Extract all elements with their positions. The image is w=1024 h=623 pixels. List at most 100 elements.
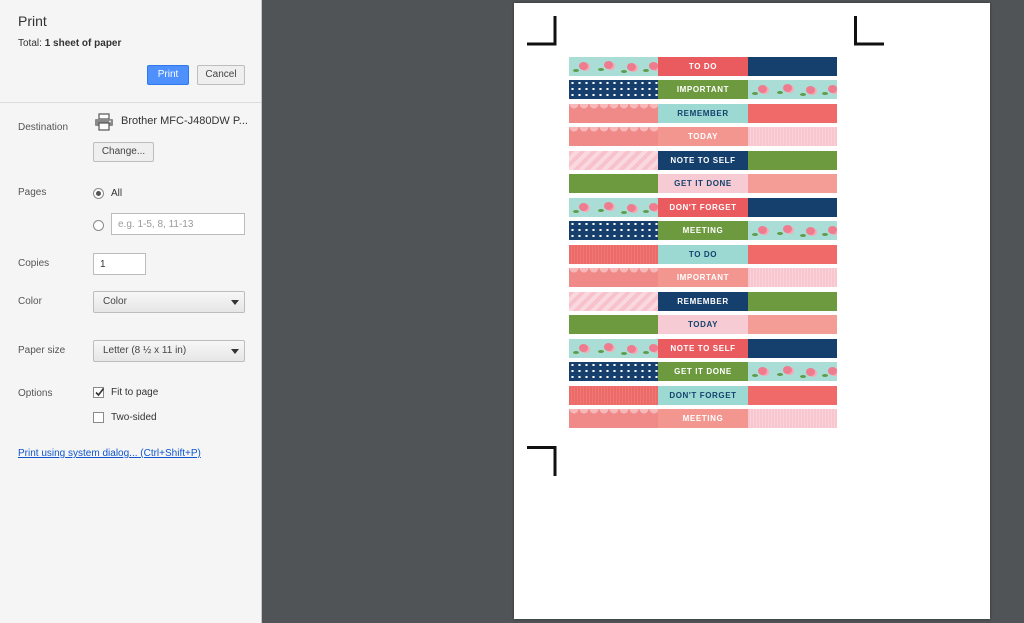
- sticker-strip: REMEMBER: [569, 104, 837, 123]
- summary-label: Total:: [18, 38, 42, 49]
- pink-texture-segment: [748, 409, 837, 428]
- print-settings-panel: Print Total: 1 sheet of paper Print Canc…: [0, 0, 262, 623]
- navy-segment: [748, 57, 837, 76]
- sticker-strip: REMEMBER: [569, 292, 837, 311]
- change-destination-button[interactable]: Change...: [93, 142, 154, 162]
- pages-all-label: All: [111, 188, 123, 199]
- scallop-pattern-segment: [569, 268, 658, 287]
- coral-texture-segment: [569, 245, 658, 264]
- sticker-label: TODAY: [658, 315, 748, 334]
- sticker-label: NOTE TO SELF: [658, 339, 748, 358]
- printer-icon: [95, 113, 113, 131]
- crop-mark-top-right-icon: [854, 16, 884, 46]
- scallop-pattern-segment: [569, 127, 658, 146]
- sticker-label: REMEMBER: [658, 104, 748, 123]
- color-selected-value: Color: [103, 296, 127, 307]
- scallop-pattern-segment: [569, 409, 658, 428]
- sticker-label: GET IT DONE: [658, 174, 748, 193]
- header-divider: [0, 102, 261, 103]
- sticker-strip: GET IT DONE: [569, 174, 837, 193]
- copies-input[interactable]: [93, 253, 146, 275]
- chevron-down-icon: [231, 300, 239, 305]
- green-segment: [748, 292, 837, 311]
- floral-pattern-segment: [569, 57, 658, 76]
- floral-pattern-segment: [569, 339, 658, 358]
- navy-segment: [748, 339, 837, 358]
- sticker-strip: DON'T FORGET: [569, 386, 837, 405]
- cancel-button[interactable]: Cancel: [197, 65, 245, 85]
- sticker-strip: NOTE TO SELF: [569, 339, 837, 358]
- sticker-strip: IMPORTANT: [569, 80, 837, 99]
- sticker-strip: TO DO: [569, 245, 837, 264]
- floral-pattern-segment: [748, 221, 837, 240]
- pink-texture-segment: [748, 268, 837, 287]
- copies-label: Copies: [18, 258, 50, 269]
- dots-pattern-segment: [569, 362, 658, 381]
- paper-size-selected-value: Letter (8 ½ x 11 in): [103, 345, 187, 356]
- sticker-strip: GET IT DONE: [569, 362, 837, 381]
- paper-size-label: Paper size: [18, 345, 66, 356]
- sticker-label: IMPORTANT: [658, 268, 748, 287]
- coral-segment: [748, 386, 837, 405]
- coral-segment: [748, 104, 837, 123]
- color-select[interactable]: Color: [93, 291, 245, 313]
- fit-to-page-label: Fit to page: [111, 387, 159, 398]
- scallop-pattern-segment: [569, 104, 658, 123]
- sticker-label: DON'T FORGET: [658, 386, 748, 405]
- sticker-strip: IMPORTANT: [569, 268, 837, 287]
- color-label: Color: [18, 296, 42, 307]
- floral-pattern-segment: [748, 362, 837, 381]
- sticker-strip: NOTE TO SELF: [569, 151, 837, 170]
- sticker-strip: DON'T FORGET: [569, 198, 837, 217]
- summary-value: 1 sheet of paper: [44, 38, 122, 49]
- sticker-strip: TODAY: [569, 315, 837, 334]
- sticker-strip: TODAY: [569, 127, 837, 146]
- salmon-segment: [748, 315, 837, 334]
- fit-to-page-checkbox[interactable]: [93, 387, 105, 398]
- pages-custom-radio[interactable]: [93, 220, 104, 231]
- destination-printer-name: Brother MFC-J480DW P...: [121, 115, 248, 127]
- pages-range-input[interactable]: [111, 213, 245, 235]
- navy-segment: [748, 198, 837, 217]
- coral-texture-segment: [569, 386, 658, 405]
- sheet-summary: Total: 1 sheet of paper: [18, 38, 121, 49]
- checkmark-icon: [95, 388, 105, 397]
- dots-pattern-segment: [569, 221, 658, 240]
- two-sided-checkbox[interactable]: [93, 412, 104, 423]
- salmon-segment: [748, 174, 837, 193]
- green-segment: [748, 151, 837, 170]
- sticker-label: MEETING: [658, 409, 748, 428]
- sticker-label: DON'T FORGET: [658, 198, 748, 217]
- sticker-label: REMEMBER: [658, 292, 748, 311]
- sticker-label: TO DO: [658, 245, 748, 264]
- print-button[interactable]: Print: [147, 65, 189, 85]
- destination-label: Destination: [18, 122, 69, 133]
- options-label: Options: [18, 388, 53, 399]
- crop-mark-top-left-icon: [527, 16, 557, 46]
- green-segment: [569, 174, 658, 193]
- sticker-label: NOTE TO SELF: [658, 151, 748, 170]
- sticker-strip: MEETING: [569, 221, 837, 240]
- sticker-label: MEETING: [658, 221, 748, 240]
- dots-pattern-segment: [569, 80, 658, 99]
- sticker-label: TO DO: [658, 57, 748, 76]
- system-dialog-link[interactable]: Print using system dialog... (Ctrl+Shift…: [18, 448, 201, 459]
- sticker-label: TODAY: [658, 127, 748, 146]
- paper-size-select[interactable]: Letter (8 ½ x 11 in): [93, 340, 245, 362]
- sticker-strip: MEETING: [569, 409, 837, 428]
- sticker-label: IMPORTANT: [658, 80, 748, 99]
- sticker-label: GET IT DONE: [658, 362, 748, 381]
- stripes-pattern-segment: [569, 151, 658, 170]
- two-sided-label: Two-sided: [111, 412, 157, 423]
- pink-texture-segment: [748, 127, 837, 146]
- floral-pattern-segment: [748, 80, 837, 99]
- green-segment: [569, 315, 658, 334]
- crop-mark-bottom-left-icon: [527, 446, 557, 476]
- pages-all-radio[interactable]: [93, 188, 104, 199]
- sticker-strip: TO DO: [569, 57, 837, 76]
- floral-pattern-segment: [569, 198, 658, 217]
- dialog-title: Print: [18, 13, 47, 29]
- coral-segment: [748, 245, 837, 264]
- chevron-down-icon: [231, 349, 239, 354]
- stripes-pattern-segment: [569, 292, 658, 311]
